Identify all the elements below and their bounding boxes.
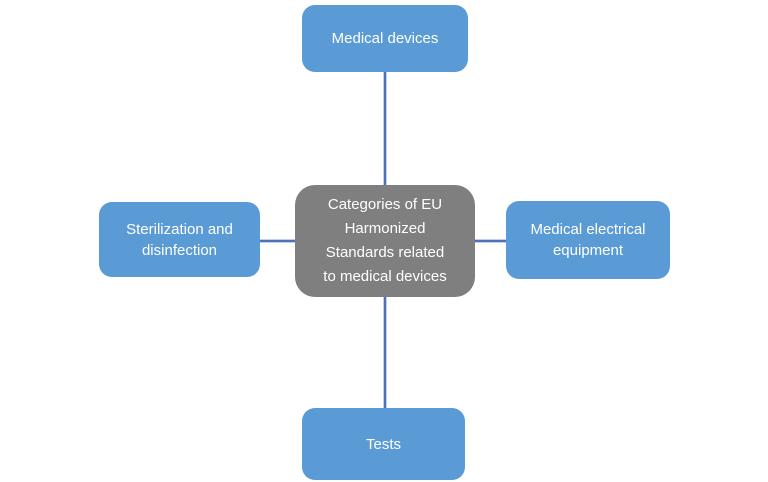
connector-center-to-left: [260, 240, 295, 242]
node-center-categories: Categories of EU Harmonized Standards re…: [295, 185, 475, 297]
node-medical-devices: Medical devices: [302, 5, 468, 72]
node-tests: Tests: [302, 408, 465, 480]
connector-center-to-right: [475, 240, 506, 242]
connector-center-to-top: [384, 72, 386, 185]
node-sterilization-disinfection: Sterilization and disinfection: [99, 202, 260, 277]
node-medical-electrical-equipment: Medical electrical equipment: [506, 201, 670, 279]
connector-center-to-bottom: [384, 297, 386, 408]
